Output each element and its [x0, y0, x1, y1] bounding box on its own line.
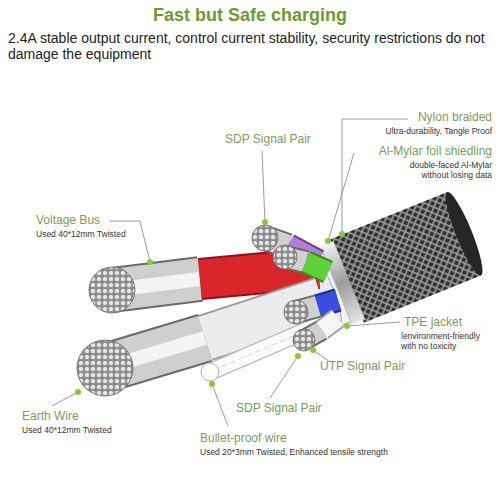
subtitle-text: 2.4A stable output current, control curr…: [8, 30, 492, 62]
insulation: [322, 318, 338, 330]
leader-dot: [310, 347, 316, 353]
leader-dot: [262, 219, 268, 225]
page-title: Fast but Safe charging: [0, 5, 500, 26]
part-name: Voltage Bus: [36, 214, 136, 228]
green-wire: [273, 245, 328, 272]
part-note: lenvironment-friendly with no toxicity: [401, 332, 497, 352]
fiber-texture: [210, 318, 335, 372]
leader-dot: [75, 389, 81, 395]
kevlar-wire: [201, 318, 335, 381]
braid-end: [440, 189, 489, 278]
part-name: Nylon braided: [352, 111, 492, 125]
insulation: [318, 300, 338, 306]
part-note: Used 20*3mm Twisted, Enhanced tensile st…: [200, 448, 490, 458]
part-name: Al-Mylar foil shiedling: [340, 145, 492, 159]
part-name: UTP Signal Pair: [320, 360, 440, 374]
white-wire: [293, 318, 338, 351]
part-note: Used 40*12mm Twisted: [22, 426, 132, 436]
part-name: Bullet-proof wire: [200, 432, 350, 446]
strand-end: [273, 245, 297, 269]
leader-line: [328, 153, 354, 241]
part-name: TPE jacket: [404, 316, 494, 330]
leader-line: [347, 322, 400, 326]
part-note: Used 40*12mm Twisted: [36, 230, 136, 240]
fiber: [210, 318, 335, 372]
cable-body: [301, 189, 489, 335]
leader-line: [262, 151, 265, 222]
strand-end: [89, 267, 135, 313]
part-note: Ultra-durability, Tangle Proof: [352, 127, 492, 137]
part-name: Earth Wire: [22, 410, 122, 424]
leader-dots: [75, 219, 350, 395]
leader-line: [342, 119, 408, 234]
leader-dot: [325, 238, 331, 244]
leader-line: [270, 356, 298, 398]
leader-line: [110, 221, 150, 262]
part-name: SDP Signal Pair: [225, 133, 345, 147]
leader-line: [52, 392, 78, 406]
fiber-end: [201, 363, 219, 381]
leader-lines: [52, 119, 408, 426]
strand-end: [284, 300, 308, 324]
insulation: [306, 262, 328, 272]
insulation-edge: [322, 318, 338, 330]
insulation-edge: [306, 262, 328, 272]
strand-end: [77, 340, 133, 396]
part-name: SDP Signal Pair: [236, 402, 356, 416]
strand-end: [252, 225, 278, 251]
fiber-edge: [210, 318, 335, 372]
part-note: double-faced Al-Mylar without losing dat…: [382, 161, 492, 181]
leader-dot: [295, 353, 301, 359]
leader-dot: [339, 231, 345, 237]
leader-dot: [209, 381, 215, 387]
insulation-edge: [318, 300, 338, 306]
leader-dot: [344, 323, 350, 329]
leader-line: [212, 384, 228, 426]
leader-dot: [147, 259, 153, 265]
